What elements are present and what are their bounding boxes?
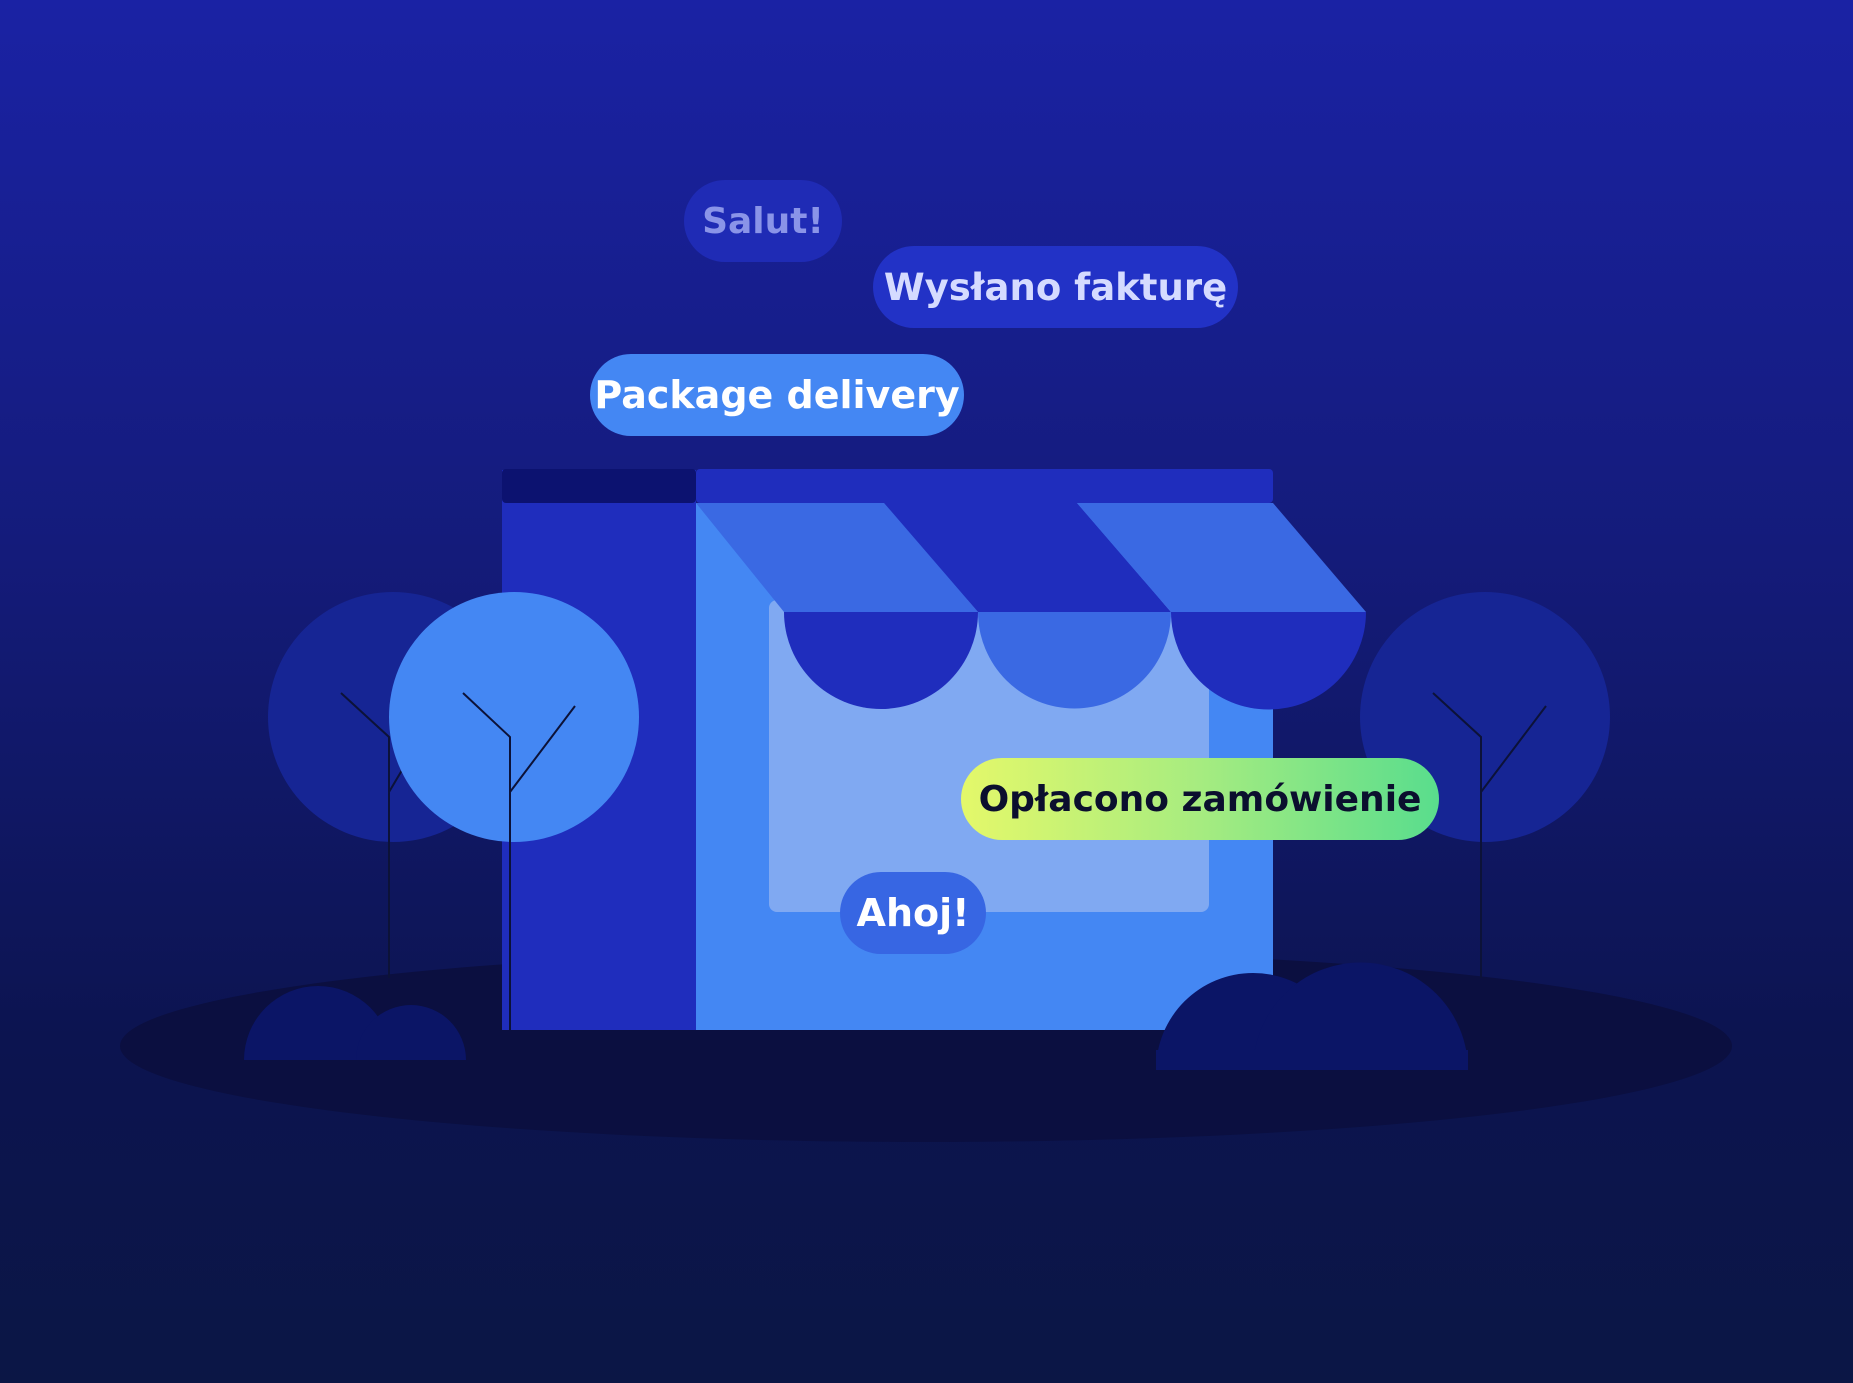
message-bubble-package-delivery: Package delivery bbox=[590, 354, 964, 436]
tree-front-left-icon bbox=[389, 592, 639, 1030]
awning-icon bbox=[696, 503, 1366, 710]
message-bubble-order-paid: Opłacono zamówienie bbox=[961, 758, 1439, 840]
bush-left-icon bbox=[244, 986, 466, 1060]
building-roof-right bbox=[696, 469, 1273, 503]
message-bubble-salut: Salut! bbox=[684, 180, 842, 262]
bush-right-icon bbox=[1156, 962, 1468, 1070]
message-bubble-ahoj: Ahoj! bbox=[840, 872, 986, 954]
building-roof-left bbox=[502, 469, 696, 503]
message-bubble-invoice-sent: Wysłano fakturę bbox=[873, 246, 1238, 328]
